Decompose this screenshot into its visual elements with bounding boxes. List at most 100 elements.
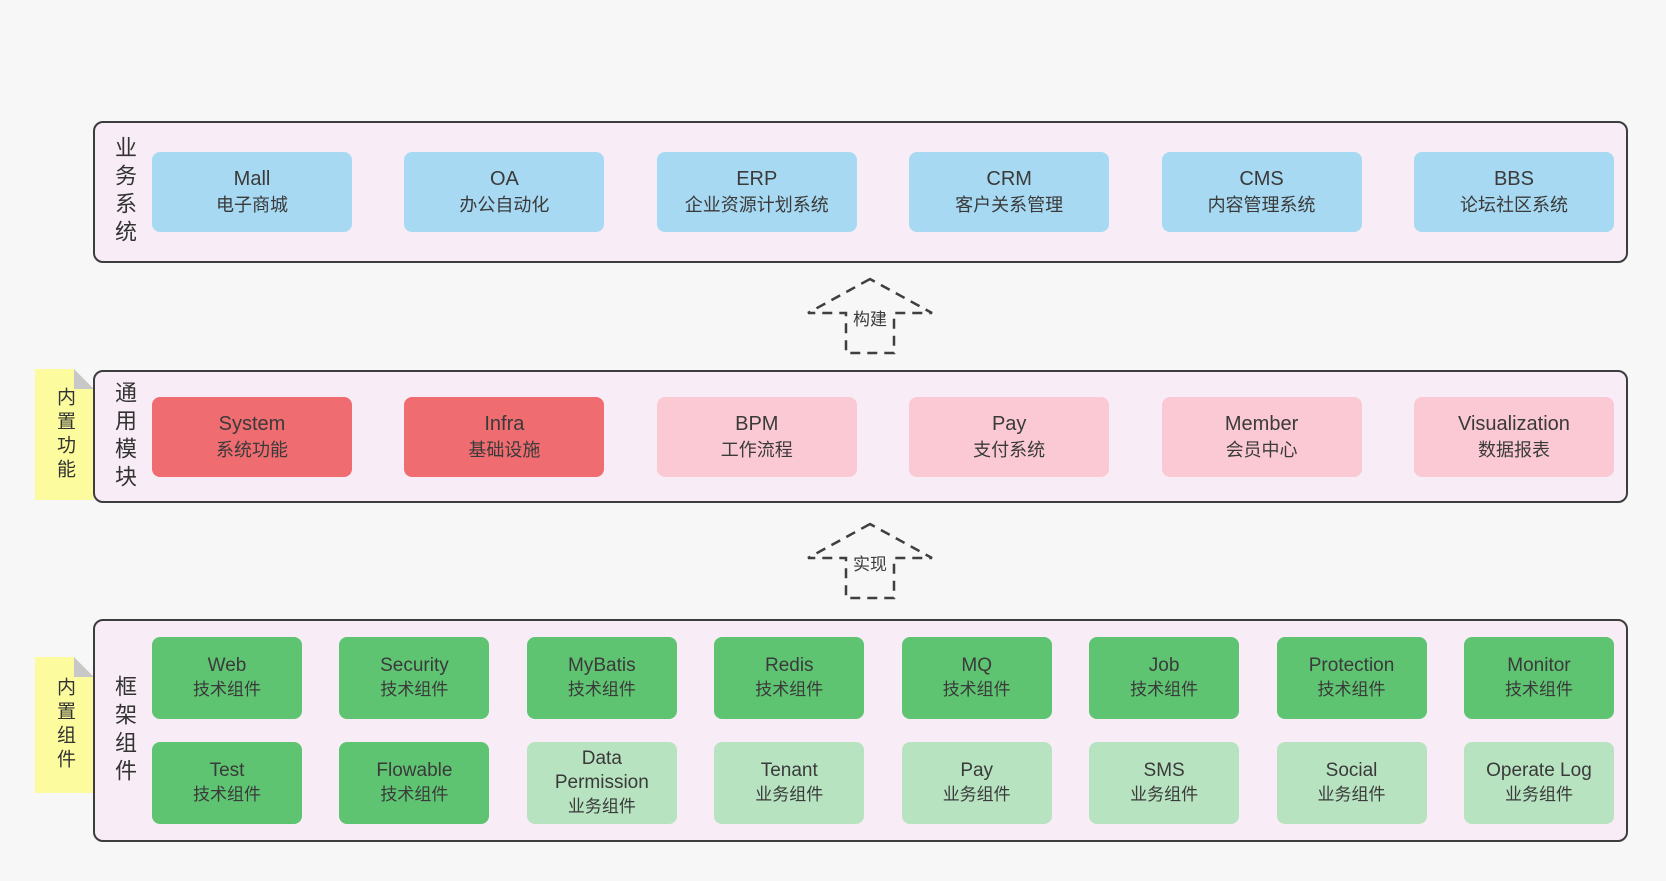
box-member: Member 会员中心 [1161, 396, 1362, 477]
box-title: Pay [960, 760, 994, 781]
box-cms: CMS 内容管理系统 [1161, 152, 1362, 232]
box-title: Member [1224, 412, 1299, 435]
box-monitor: Monitor 技术组件 [1463, 637, 1614, 719]
box-subtitle: 企业资源计划系统 [684, 195, 829, 215]
box-title: Social [1325, 760, 1378, 781]
box-title: Security [380, 655, 449, 676]
arrow-build: 构建 [806, 277, 934, 355]
box-title: Monitor [1507, 655, 1571, 676]
box-title: Operate Log [1486, 760, 1592, 781]
box-subtitle: 系统功能 [216, 439, 288, 460]
box-social: Social 业务组件 [1276, 742, 1427, 824]
box-subtitle: 业务组件 [1317, 785, 1386, 804]
arrow-build-label: 构建 [849, 305, 891, 330]
box-subtitle: 办公自动化 [459, 195, 550, 215]
framework-boxes-row-2: Test 技术组件 Flowable 技术组件 Data Permission … [152, 742, 1614, 824]
box-subtitle: 业务组件 [1504, 785, 1573, 804]
box-subtitle: 技术组件 [380, 785, 449, 804]
box-title: Tenant [760, 760, 818, 781]
box-title: OA [489, 168, 519, 190]
box-mall: Mall 电子商城 [152, 152, 352, 232]
box-subtitle: 数据报表 [1477, 439, 1550, 460]
box-subtitle: 技术组件 [1317, 680, 1386, 699]
box-redis: Redis 技术组件 [714, 637, 865, 719]
box-subtitle: 业务组件 [755, 785, 824, 804]
box-subtitle: 内容管理系统 [1207, 195, 1316, 215]
box-title: Mall [233, 168, 271, 190]
box-data-permission: Data Permission 业务组件 [526, 742, 677, 824]
box-sms: SMS 业务组件 [1089, 742, 1240, 824]
box-title: Job [1148, 655, 1180, 676]
box-subtitle: 技术组件 [193, 785, 261, 804]
box-subtitle: 论坛社区系统 [1459, 195, 1568, 215]
box-title: ERP [736, 168, 778, 190]
box-pay-component: Pay 业务组件 [901, 742, 1052, 824]
box-subtitle: 基础设施 [468, 439, 541, 460]
box-security: Security 技术组件 [339, 637, 490, 719]
box-subtitle: 技术组件 [1130, 680, 1199, 699]
box-subtitle: 业务组件 [567, 797, 636, 816]
box-title: CMS [1239, 168, 1284, 190]
modules-boxes-row: System 系统功能 Infra 基础设施 BPM 工作流程 Pay 支付系统… [152, 372, 1614, 501]
box-title: Pay [991, 412, 1027, 435]
box-title: Data Permission [554, 748, 649, 793]
box-mq: MQ 技术组件 [901, 637, 1052, 719]
box-job: Job 技术组件 [1089, 637, 1240, 719]
box-subtitle: 技术组件 [942, 680, 1011, 699]
box-title: Web [207, 655, 247, 676]
box-subtitle: 业务组件 [942, 785, 1011, 804]
arrow-implement: 实现 [806, 522, 934, 600]
business-boxes-row: Mall 电子商城 OA 办公自动化 ERP 企业资源计划系统 CRM 客户关系… [152, 123, 1614, 261]
box-infra: Infra 基础设施 [404, 396, 605, 477]
box-subtitle: 技术组件 [1504, 680, 1573, 699]
box-subtitle: 支付系统 [973, 439, 1046, 460]
box-subtitle: 业务组件 [1130, 785, 1199, 804]
box-protection: Protection 技术组件 [1276, 637, 1427, 719]
box-title: Flowable [376, 760, 453, 781]
box-oa: OA 办公自动化 [404, 152, 605, 232]
box-crm: CRM 客户关系管理 [909, 152, 1110, 232]
box-title: Visualization [1457, 412, 1570, 435]
box-title: Protection [1308, 655, 1395, 676]
box-bpm: BPM 工作流程 [656, 396, 857, 477]
panel-common-modules: 通用模块 System 系统功能 Infra 基础设施 BPM 工作流程 Pay… [93, 370, 1628, 503]
box-tenant: Tenant 业务组件 [714, 742, 865, 824]
box-flowable: Flowable 技术组件 [339, 742, 490, 824]
box-test: Test 技术组件 [152, 742, 302, 824]
box-title: BBS [1493, 168, 1534, 190]
box-title: SMS [1143, 760, 1185, 781]
box-pay-module: Pay 支付系统 [909, 396, 1110, 477]
box-subtitle: 电子商城 [216, 195, 288, 215]
panel-business-systems: 业务系统 Mall 电子商城 OA 办公自动化 ERP 企业资源计划系统 CRM… [93, 121, 1628, 263]
tag-built-in-components: 内置组件 [35, 657, 94, 793]
box-erp: ERP 企业资源计划系统 [656, 152, 857, 232]
box-visualization: Visualization 数据报表 [1413, 396, 1614, 477]
box-subtitle: 技术组件 [567, 680, 636, 699]
box-title: CRM [986, 168, 1032, 190]
box-system: System 系统功能 [152, 396, 352, 477]
box-title: System [218, 412, 286, 435]
modules-side-label: 通用模块 [112, 380, 137, 493]
box-title: Infra [484, 412, 525, 435]
box-mybatis: MyBatis 技术组件 [526, 637, 677, 719]
box-title: BPM [735, 412, 779, 435]
box-subtitle: 技术组件 [380, 680, 449, 699]
box-subtitle: 会员中心 [1225, 439, 1298, 460]
box-title: Redis [764, 655, 814, 676]
business-side-label: 业务系统 [112, 136, 137, 248]
box-title: MyBatis [568, 655, 636, 676]
box-subtitle: 技术组件 [755, 680, 824, 699]
box-title: Test [209, 760, 245, 781]
box-bbs: BBS 论坛社区系统 [1413, 152, 1614, 232]
box-subtitle: 技术组件 [193, 680, 261, 699]
box-operate-log: Operate Log 业务组件 [1463, 742, 1614, 824]
tag-built-in-features: 内置功能 [35, 369, 94, 500]
framework-side-label: 框架组件 [112, 674, 137, 787]
framework-boxes-row-1: Web 技术组件 Security 技术组件 MyBatis 技术组件 Redi… [152, 637, 1614, 719]
panel-framework-components: 框架组件 Web 技术组件 Security 技术组件 MyBatis 技术组件… [93, 619, 1628, 842]
box-web: Web 技术组件 [152, 637, 302, 719]
box-title: MQ [961, 655, 992, 676]
box-subtitle: 客户关系管理 [955, 195, 1064, 215]
box-subtitle: 工作流程 [720, 439, 793, 460]
